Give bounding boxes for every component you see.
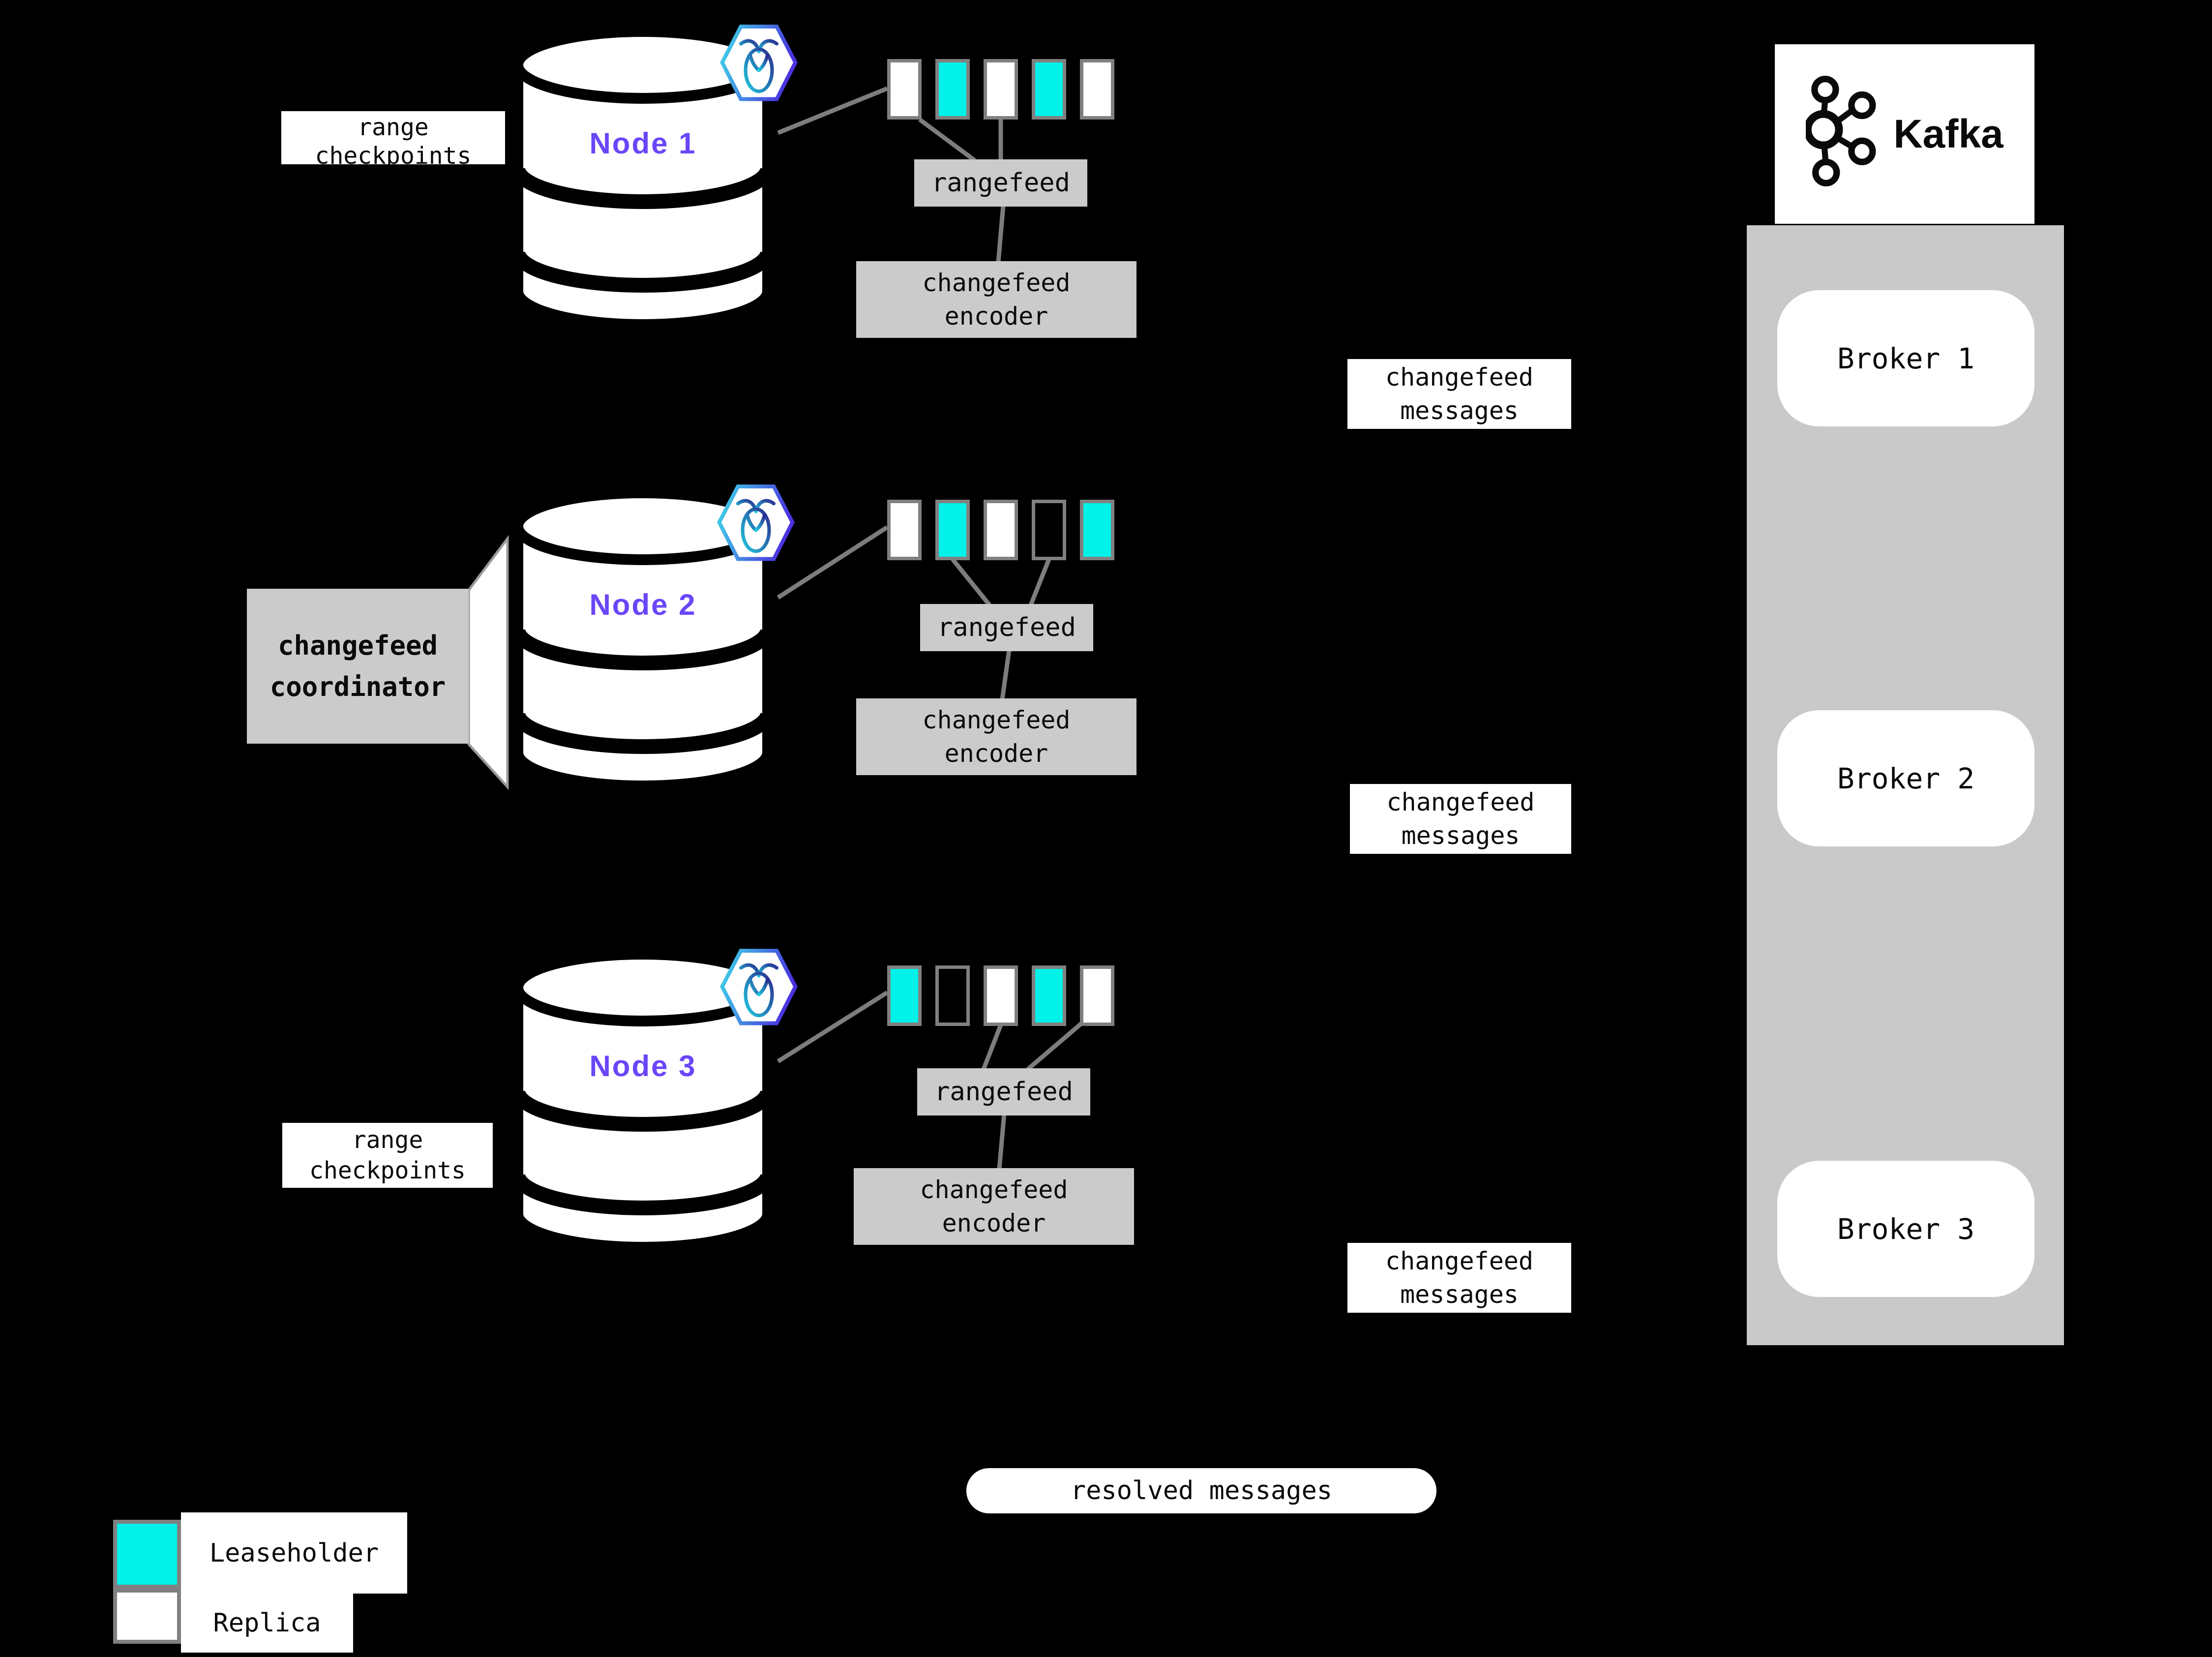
range-cell	[984, 500, 1018, 560]
range-cell	[984, 59, 1018, 120]
broker-3-label: Broker 3	[1837, 1212, 1975, 1246]
rangefeed-label: rangefeed	[934, 1077, 1073, 1107]
broker-2-label: Broker 2	[1837, 761, 1975, 795]
node3-changefeed-encoder-box: changefeed encoder	[854, 1168, 1134, 1245]
range-cell	[887, 59, 922, 120]
node2-database-cylinder	[511, 487, 775, 791]
range-checkpoints-line1: range	[352, 1126, 423, 1154]
connector-lines	[777, 86, 1083, 1170]
node1-database-cylinder	[511, 26, 775, 330]
node3-rangefeed-box: rangefeed	[917, 1068, 1090, 1115]
rangefeed-label: rangefeed	[937, 613, 1076, 642]
resolved-messages-label: resolved messages	[966, 1468, 1436, 1513]
range-cell	[887, 965, 922, 1026]
messages-line1: changefeed	[1385, 363, 1534, 392]
kafka-wordmark: Kafka	[1893, 111, 2003, 156]
coordinator-line2: coordinator	[269, 671, 446, 702]
encoder-line2: encoder	[944, 302, 1048, 331]
resolved-messages-text: resolved messages	[1070, 1476, 1333, 1506]
messages-line2: messages	[1400, 1280, 1519, 1309]
node1-changefeed-encoder-box: changefeed encoder	[856, 261, 1136, 338]
broker-2-card: Broker 2	[1777, 710, 2034, 846]
range-cell	[1080, 59, 1114, 120]
messages-line1: changefeed	[1386, 788, 1535, 816]
node2-label: Node 2	[589, 588, 697, 621]
legend-replica-text: Replica	[213, 1608, 321, 1638]
node3-range-row	[887, 965, 1114, 1026]
messages-line2: messages	[1400, 396, 1519, 425]
node1-range-row	[887, 59, 1114, 120]
range-checkpoints-line2: checkpoints	[315, 142, 472, 164]
coordinator-line1: changefeed	[277, 630, 438, 661]
range-cell	[935, 59, 970, 120]
legend-leaseholder-swatch	[113, 1520, 181, 1589]
broker-1-card: Broker 1	[1777, 290, 2034, 426]
messages-line1: changefeed	[1385, 1247, 1534, 1275]
node2-range-row	[887, 500, 1114, 560]
legend-replica-label: Replica	[181, 1594, 353, 1653]
encoder-line1: changefeed	[922, 269, 1071, 297]
legend-leaseholder-text: Leaseholder	[209, 1538, 379, 1568]
node3-label: Node 3	[589, 1050, 697, 1083]
node3-database-cylinder	[511, 949, 775, 1253]
cockroachdb-hexagon-icon	[720, 25, 798, 101]
range-cell	[984, 965, 1018, 1026]
kafka-logo-icon	[1806, 75, 1876, 186]
node1-changefeed-messages-label: changefeed messages	[1347, 359, 1571, 429]
node3-changefeed-messages-label: changefeed messages	[1347, 1243, 1571, 1313]
legend-replica-swatch	[113, 1589, 181, 1644]
range-cell	[1032, 59, 1066, 120]
node1-label: Node 1	[589, 127, 697, 160]
range-cell	[1032, 965, 1066, 1026]
broker-1-label: Broker 1	[1837, 341, 1975, 375]
encoder-line1: changefeed	[922, 706, 1071, 734]
cockroachdb-hexagon-icon	[717, 484, 795, 561]
cockroachdb-hexagon-icon	[720, 949, 798, 1025]
range-checkpoints-line2: checkpoints	[309, 1157, 466, 1184]
range-cell	[1032, 500, 1066, 560]
coordinator-pointer	[467, 535, 509, 790]
kafka-card: Kafka	[1775, 44, 2034, 224]
messages-line2: messages	[1401, 821, 1520, 850]
legend-leaseholder-label: Leaseholder	[181, 1512, 407, 1594]
range-checkpoints-label-node3: range checkpoints	[282, 1123, 493, 1188]
node2-changefeed-encoder-box: changefeed encoder	[856, 698, 1136, 775]
encoder-line1: changefeed	[920, 1175, 1068, 1204]
range-cell	[1080, 500, 1114, 560]
range-checkpoints-line1: range	[358, 114, 429, 141]
changefeed-coordinator-box: changefeed coordinator	[247, 589, 469, 744]
node2-rangefeed-box: rangefeed	[920, 604, 1093, 651]
broker-3-card: Broker 3	[1777, 1161, 2034, 1297]
node1-rangefeed-box: rangefeed	[914, 159, 1087, 207]
range-cell	[935, 500, 970, 560]
range-checkpoints-label-node1: range checkpoints	[281, 111, 505, 164]
encoder-line2: encoder	[944, 739, 1048, 768]
range-cell	[935, 965, 970, 1026]
range-cell	[887, 500, 922, 560]
encoder-line2: encoder	[942, 1209, 1046, 1237]
range-cell	[1080, 965, 1114, 1026]
node2-changefeed-messages-label: changefeed messages	[1350, 784, 1571, 854]
rangefeed-label: rangefeed	[931, 168, 1070, 198]
